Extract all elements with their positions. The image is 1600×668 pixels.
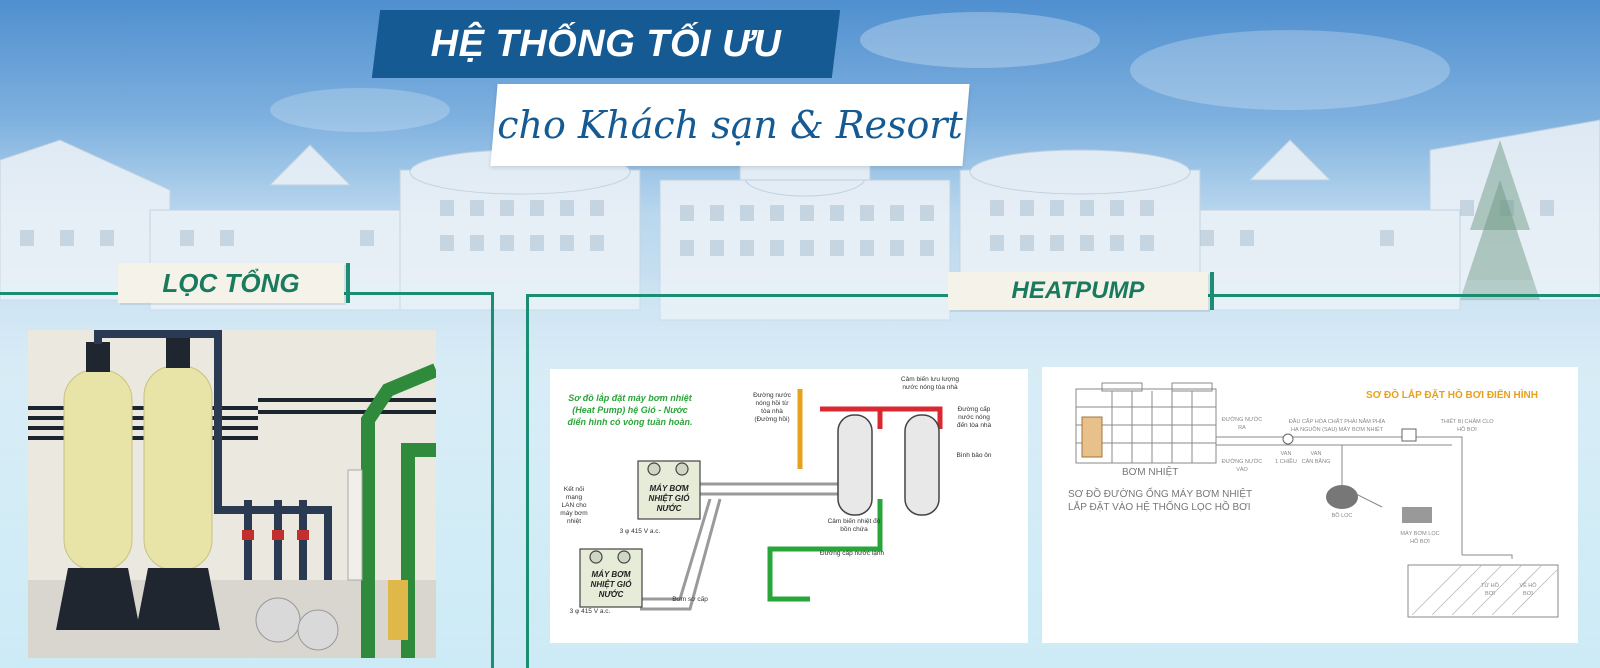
filter-pump-line2: HỒ BƠI [1410,538,1430,545]
diagram1-title-line3: điển hình có vòng tuần hoàn. [568,417,693,427]
filter-label: BỒ LỌC [1332,512,1353,519]
return-line-1: Đường nước [753,392,792,399]
supply-line-1: Đường cấp [958,404,991,413]
section-tag-loc-tong: LỌC TỔNG [118,263,350,303]
power-label-2: 3 φ 415 V a.c. [570,608,611,615]
water-in-line2: VÀO [1236,466,1248,473]
dosing-line1: THIẾT BỊ CHÂM CLO [1440,418,1494,425]
heat-pump-label: BƠM NHIỆT [1122,465,1178,478]
banner-subtitle: cho Khách sạn & Resort [490,84,970,166]
filter-pump-line1: MÁY BƠM LỌC [1400,530,1439,537]
balance-valve-line2: CÂN BẰNG [1302,457,1331,465]
pool-diagram-svg: SƠ ĐỒ LẮP ĐẶT HỒ BƠI ĐIỂN HÌNH BƠM NHIỆT… [1068,382,1559,618]
to-pool-line2: BƠI [1523,591,1533,597]
chemical-line1: ĐẦU CẤP HÓA CHẤT PHẢI NẰM PHÍA [1289,417,1386,425]
pump2-label-line2: NHIỆT GIÓ [591,580,633,589]
section-tag-loc-tong-label: LỌC TỔNG [162,268,300,298]
left-panel-right-line [491,292,494,668]
pump1-label-line3: NƯỚC [657,504,682,513]
water-out-line2: RA [1238,425,1246,431]
right-panel-left-line [526,294,529,668]
from-pool-line2: BƠI [1485,591,1495,597]
heatpump-installation-diagram: Sơ đồ lắp đặt máy bơm nhiệt (Heat Pump) … [550,369,1028,643]
tank-label: Bình bảo ôn [956,452,991,459]
water-out-line1: ĐƯỜNG NƯỚC [1222,416,1263,423]
return-line-3: tòa nhà [761,408,783,415]
supply-line-2: nước nóng [958,414,990,421]
water-in-line1: ĐƯỜNG NƯỚC [1222,458,1263,465]
temp-sensor-line2: bồn chứa [840,524,868,533]
dosing-line2: HỒ BƠI [1457,426,1477,433]
section-tag-heatpump: HEATPUMP [948,272,1214,310]
diagram2-title: SƠ ĐỒ LẮP ĐẶT HỒ BƠI ĐIỂN HÌNH [1366,388,1538,401]
from-pool-line1: TỪ HỒ [1481,582,1500,589]
lan-line3: LAN cho [562,502,587,509]
banner-title-text: HỆ THỐNG TỐI ƯU [430,23,782,65]
filtration-illustration [28,330,436,658]
flow-sensor-line1: Cảm biến lưu lượng [901,374,960,383]
power-label-1: 3 φ 415 V a.c. [620,528,661,535]
cold-supply-label: Đường cấp nước lạnh [820,548,885,557]
diagram1-title-line1: Sơ đồ lắp đặt máy bơm nhiệt [568,392,693,403]
heatpump-diagram-svg: Sơ đồ lắp đặt máy bơm nhiệt (Heat Pump) … [560,374,992,615]
section-tag-heatpump-label: HEATPUMP [1011,277,1145,304]
lan-line5: nhiệt [567,518,581,525]
filtration-system-photo [28,330,436,658]
check-valve-line2: 1 CHIỀU [1275,458,1297,465]
primary-pump-label: Bơm sơ cấp [672,594,708,603]
balance-valve-line1: VAN [1311,451,1322,457]
check-valve-line1: VAN [1281,451,1292,457]
temp-sensor-line1: Cảm biến nhiệt độ [828,516,881,525]
chemical-line2: HẠ NGUỒN (SAU) MÁY BƠM NHIỆT [1291,425,1384,433]
banner-title: HỆ THỐNG TỐI ƯU [371,10,841,78]
supply-line-3: đến tòa nhà [957,420,992,429]
lan-line2: mạng [566,494,583,501]
return-line-2: nóng hồi từ [756,398,790,407]
pump2-label-line1: MÁY BƠM [592,570,631,579]
lan-line1: Kết nối [564,484,584,493]
return-line-4: (Đường hồi) [754,414,789,423]
to-pool-line1: VỀ HỒ [1519,582,1537,589]
flow-sensor-line2: nước nóng tòa nhà [902,384,958,391]
diagram1-title-line2: (Heat Pump) hệ Gió - Nước [572,405,687,415]
pool-installation-diagram: SƠ ĐỒ LẮP ĐẶT HỒ BƠI ĐIỂN HÌNH BƠM NHIỆT… [1042,367,1578,643]
banner-subtitle-text: cho Khách sạn & Resort [497,103,963,147]
pump1-label-line1: MÁY BƠM [650,484,689,493]
caption-line2: LẮP ĐẶT VÀO HỆ THỐNG LỌC HỒ BƠI [1068,499,1251,513]
caption-line1: SƠ ĐỒ ĐƯỜNG ỐNG MÁY BƠM NHIỆT [1068,486,1252,500]
pump1-label-line2: NHIỆT GIÓ [649,494,691,503]
lan-line4: máy bơm [560,510,587,517]
pump2-label-line3: NƯỚC [599,590,624,599]
